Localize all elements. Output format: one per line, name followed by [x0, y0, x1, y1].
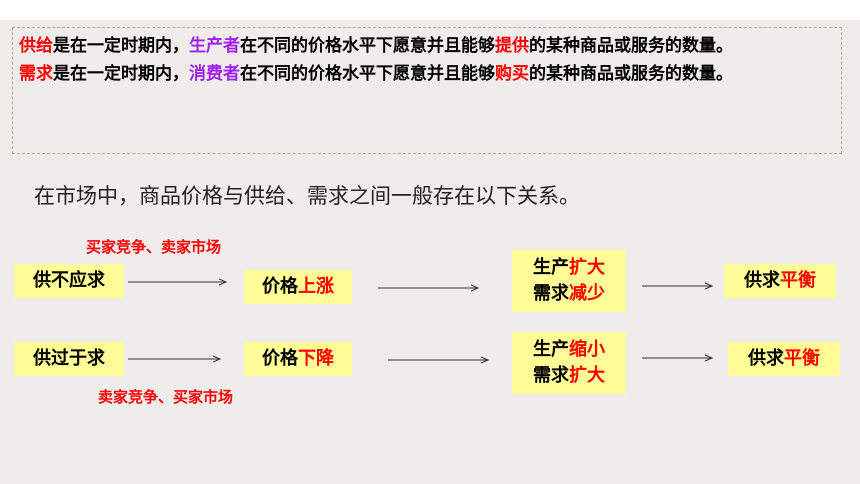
supply-actor: 生产者 — [189, 36, 240, 56]
row1-result-box: 供求平衡 — [724, 264, 836, 298]
row1-result-state: 平衡 — [780, 270, 816, 291]
row2-result-box: 供求平衡 — [728, 342, 840, 376]
row2-note: 卖家竞争、买家市场 — [98, 388, 234, 406]
row1-state: 供不应求 — [33, 270, 105, 291]
demand-actor: 消费者 — [189, 64, 240, 84]
demand-text-3: 的某种商品或服务的数量。 — [529, 64, 733, 84]
supply-text-1: 是在一定时期内， — [53, 36, 189, 56]
demand-text-2: 在不同的价格水平下愿意并且能够 — [240, 64, 495, 84]
row2-result-state: 平衡 — [784, 348, 820, 369]
row1-production: 生产扩大 — [533, 255, 605, 281]
row2-price-prefix: 价格 — [262, 348, 298, 369]
row1-production-box: 生产扩大 需求减少 — [512, 250, 626, 312]
row1-result-prefix: 供求 — [744, 270, 780, 291]
row2-price-change: 下降 — [298, 348, 334, 369]
supply-action: 提供 — [495, 36, 529, 56]
row1-price: 价格上涨 — [262, 274, 334, 300]
demand-action: 购买 — [495, 64, 529, 84]
row2-price-box: 价格下降 — [244, 342, 352, 376]
demand-definition: 需求是在一定时期内，消费者在不同的价格水平下愿意并且能够购买的某种商品或服务的数… — [19, 60, 835, 88]
row2-production: 生产缩小 — [533, 337, 605, 363]
demand-text-1: 是在一定时期内， — [53, 64, 189, 84]
row1-demand: 需求减少 — [533, 281, 605, 307]
row2-state-box: 供过于求 — [14, 342, 124, 376]
top-bar — [0, 0, 860, 20]
definition-box: 供给是在一定时期内，生产者在不同的价格水平下愿意并且能够提供的某种商品或服务的数… — [12, 27, 842, 154]
row1-price-change: 上涨 — [298, 276, 334, 297]
row2-price: 价格下降 — [262, 346, 334, 372]
row2-state: 供过于求 — [33, 348, 105, 369]
supply-definition: 供给是在一定时期内，生产者在不同的价格水平下愿意并且能够提供的某种商品或服务的数… — [19, 32, 835, 60]
row2-prod-change: 缩小 — [569, 339, 605, 360]
row1-prod-change: 扩大 — [569, 257, 605, 278]
row2-result-prefix: 供求 — [748, 348, 784, 369]
row1-dem-prefix: 需求 — [533, 283, 569, 304]
row2-production-box: 生产缩小 需求扩大 — [512, 332, 626, 394]
row2-dem-change: 扩大 — [569, 365, 605, 386]
row2-result: 供求平衡 — [748, 346, 820, 372]
supply-term: 供给 — [19, 36, 53, 56]
row1-dem-change: 减少 — [569, 283, 605, 304]
row1-result: 供求平衡 — [744, 268, 816, 294]
demand-term: 需求 — [19, 64, 53, 84]
row1-price-prefix: 价格 — [262, 276, 298, 297]
row1-note: 买家竞争、卖家市场 — [86, 238, 222, 256]
row1-price-box: 价格上涨 — [244, 270, 352, 304]
row1-state-box: 供不应求 — [14, 264, 124, 298]
intro-sentence: 在市场中，商品价格与供给、需求之间一般存在以下关系。 — [34, 184, 580, 208]
row2-demand: 需求扩大 — [533, 363, 605, 389]
row2-prod-prefix: 生产 — [533, 339, 569, 360]
row1-prod-prefix: 生产 — [533, 257, 569, 278]
row2-dem-prefix: 需求 — [533, 365, 569, 386]
supply-text-3: 的某种商品或服务的数量。 — [529, 36, 733, 56]
supply-text-2: 在不同的价格水平下愿意并且能够 — [240, 36, 495, 56]
